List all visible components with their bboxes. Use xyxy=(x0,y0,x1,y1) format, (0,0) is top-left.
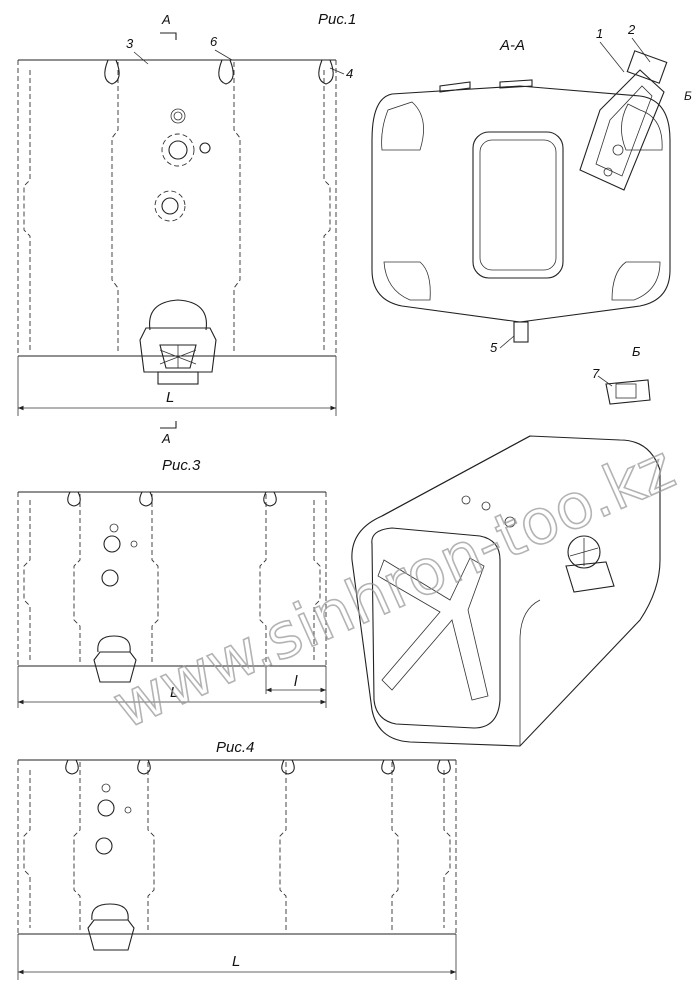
fig3-tank-view: Рис.3 L l xyxy=(17,457,327,708)
watermark-text: www.sinhron-too.kz xyxy=(102,430,685,743)
fig1-dimension-L: L xyxy=(166,389,174,406)
callout-7: 7 xyxy=(592,366,600,381)
fig1-tank-view: Рис.1 A 3 6 4 xyxy=(17,11,356,446)
fig4-title: Рис.4 xyxy=(216,739,254,756)
fig4-tank-view: Рис.4 L xyxy=(17,739,457,980)
fig3-dimension-L: L xyxy=(170,684,178,701)
fig1-section-bottom-label: A xyxy=(161,431,171,446)
fig4-dimension-L: L xyxy=(232,953,240,970)
isometric-tank-view xyxy=(351,435,661,747)
detail-b: Б 7 xyxy=(592,344,651,405)
fig1-title: Рис.1 xyxy=(318,11,356,28)
section-mark-top xyxy=(160,32,177,40)
fig1-section-top-label: A xyxy=(161,12,171,27)
detail-b-title: Б xyxy=(632,344,641,359)
section-title: А-А xyxy=(499,37,525,54)
callout-5: 5 xyxy=(490,340,498,355)
section-mark-bottom xyxy=(160,421,177,429)
callout-4: 4 xyxy=(346,66,353,81)
detail-ref-b: Б xyxy=(684,89,692,103)
section-view-a-a: А-А 1 2 Б 5 xyxy=(371,22,692,355)
callout-1: 1 xyxy=(596,26,603,41)
fig3-title: Рис.3 xyxy=(162,457,201,474)
callout-3: 3 xyxy=(126,36,134,51)
callout-2: 2 xyxy=(627,22,636,37)
callout-6: 6 xyxy=(210,34,218,49)
fig3-dimension-l: l xyxy=(294,673,298,690)
